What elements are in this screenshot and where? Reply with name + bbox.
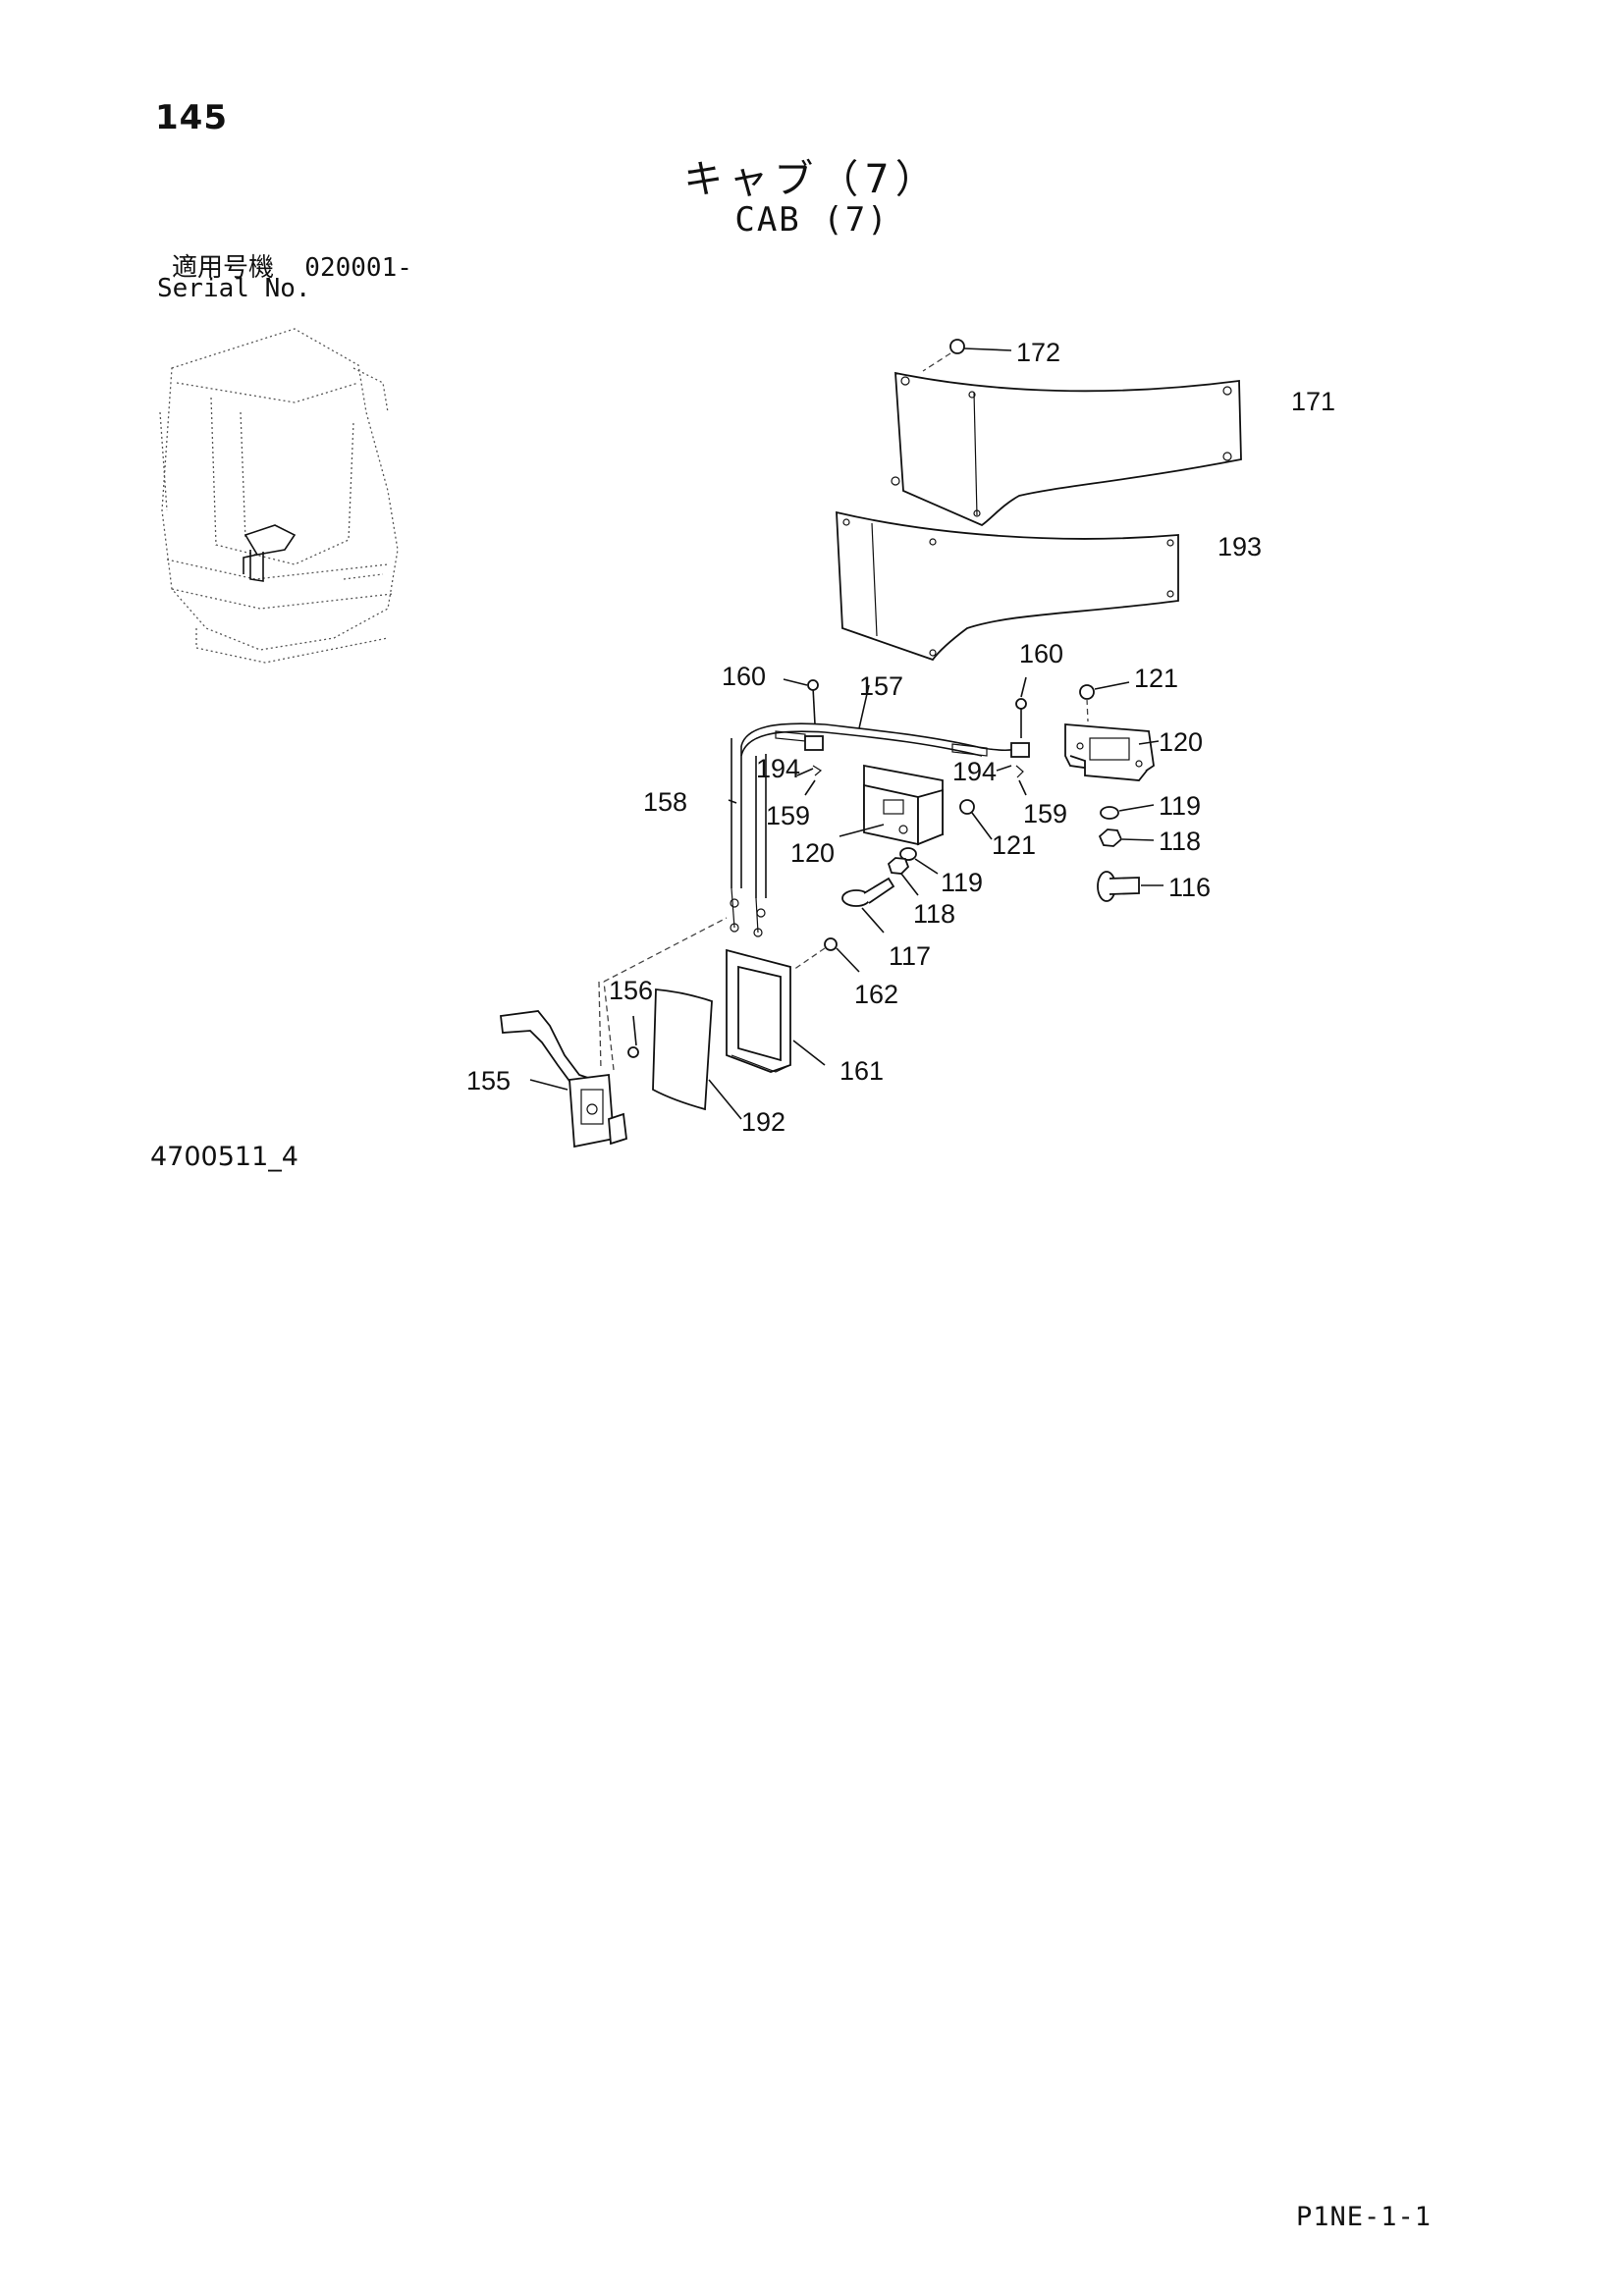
bolt-part-116 [1097,871,1164,902]
callout-159-right: 159 [1023,799,1067,828]
callout-160-right: 160 [1019,639,1063,668]
screw-part-172 [922,339,1012,372]
callout-159-left: 159 [766,801,810,830]
bolt-part-117 [841,877,895,934]
callout-160-left: 160 [722,662,766,691]
screw-part-156 [627,1015,639,1058]
callout-119-left: 119 [941,868,983,897]
nut-part-118-right [1098,828,1155,847]
callout-119-right: 119 [1159,791,1201,821]
washer-part-119-right [1100,804,1155,820]
callout-157: 157 [859,671,903,701]
callout-162: 162 [854,980,898,1009]
callout-120-right: 120 [1159,727,1203,757]
callout-120-left: 120 [790,838,835,868]
leader-158 [728,799,737,804]
bolt-part-160-left [783,678,819,725]
page-title-japanese: キャブ（7） [683,157,941,202]
lever-assembly-part-155 [500,917,728,1148]
callout-194-right: 194 [952,757,997,786]
page-footer-code: P1NE-1-1 [1296,2202,1433,2232]
sheet-part-192 [652,988,742,1120]
cover-part-171 [891,371,1242,527]
cab-overview-thumbnail [159,328,399,664]
callout-156: 156 [609,976,653,1005]
page-number: 145 [155,98,228,137]
washer-part-119-left [899,847,939,875]
nut-part-118-left [887,857,919,896]
page-title-english: CAB (7) [734,200,890,240]
cover-part-193 [836,510,1179,662]
cable-assembly [730,722,1030,937]
callout-171: 171 [1291,387,1335,416]
callout-labels: 172 171 193 160 157 160 121 120 194 194 … [466,338,1335,1137]
callout-117: 117 [889,941,931,971]
callout-194-left: 194 [756,754,800,783]
callout-158: 158 [643,787,687,817]
callout-155: 155 [466,1066,511,1095]
callout-172: 172 [1016,338,1060,367]
plate-part-161 [726,948,826,1073]
fastener-part-121-left [959,799,993,840]
bracket-part-120-right [1064,723,1155,781]
callout-118-right: 118 [1159,827,1201,856]
clip-part-194-159 [796,765,1027,796]
callout-118-left: 118 [913,899,955,929]
leader-157 [858,684,870,729]
bracket-part-120-left [863,764,944,846]
callout-161: 161 [839,1056,884,1086]
serial-number-label: Serial No. [157,274,311,303]
callout-192: 192 [741,1107,785,1137]
bolt-part-160-right [1015,676,1027,738]
applicable-serial-japanese: 適用号機 020001- [172,253,412,283]
callout-121-right: 121 [1134,664,1178,693]
callout-116: 116 [1168,873,1211,902]
fastener-part-121-right [1079,681,1130,722]
screw-part-162 [792,937,860,973]
leader-120-left [839,824,885,837]
leader-120-right [1138,740,1160,745]
figure-code: 4700511_4 [150,1142,298,1172]
callout-193: 193 [1218,532,1262,561]
callout-121-left: 121 [992,830,1036,860]
